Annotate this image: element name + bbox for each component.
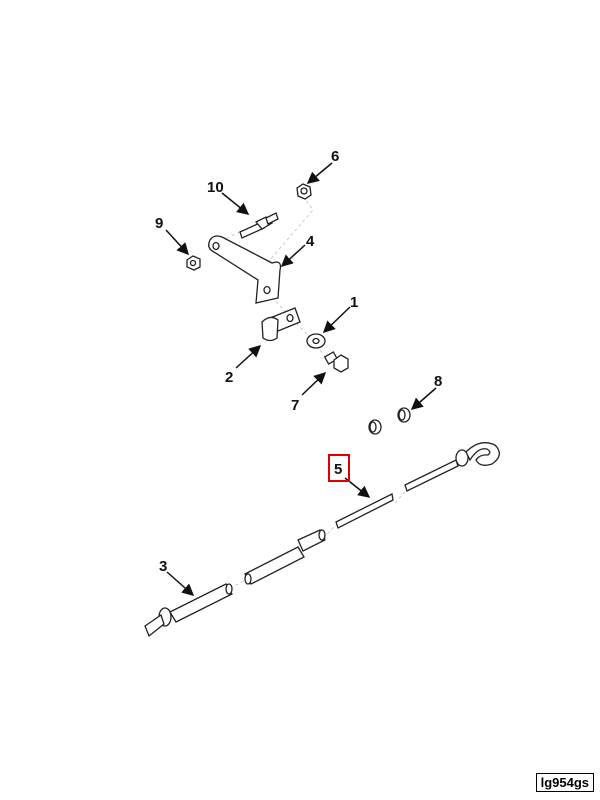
callout-6[interactable]: 6	[331, 148, 339, 165]
part-5-cable	[335, 442, 500, 529]
part-4-bracket	[208, 235, 282, 304]
part-8-bushings	[368, 407, 411, 435]
part-7-bolt	[323, 351, 349, 373]
callout-4[interactable]: 4	[306, 233, 315, 250]
callout-2[interactable]: 2	[225, 369, 233, 386]
callout-9[interactable]: 9	[155, 215, 163, 232]
callout-5[interactable]: 5	[334, 461, 342, 478]
part-10-stud	[239, 212, 279, 239]
callout-10[interactable]: 10	[207, 179, 224, 196]
cable-conduit	[244, 529, 326, 585]
callout-7[interactable]: 7	[291, 397, 299, 414]
figure-id-label: lg954gs	[535, 773, 594, 792]
callout-1[interactable]: 1	[350, 294, 358, 311]
part-2-clip	[261, 307, 301, 342]
callout-3[interactable]: 3	[159, 558, 167, 575]
callout-8[interactable]: 8	[434, 373, 442, 390]
part-1-washer	[306, 333, 326, 349]
part-6-nut	[296, 183, 312, 200]
part-3-shaft	[144, 583, 233, 638]
callout-5-highlight	[328, 454, 350, 482]
part-9-nut	[186, 255, 201, 271]
